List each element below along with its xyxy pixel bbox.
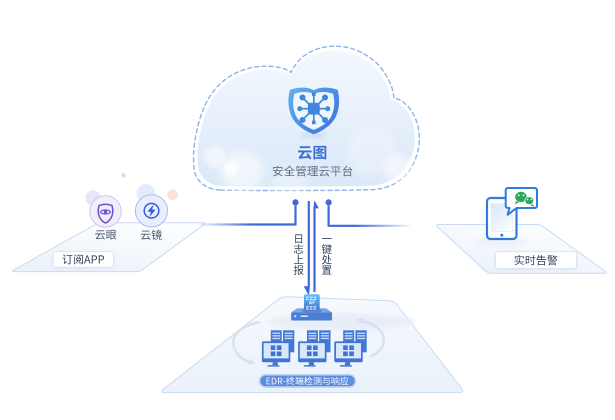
edr-badge <box>258 373 357 388</box>
app-badge-cloud-mirror[interactable] <box>134 194 169 228</box>
cycle-arrows <box>231 318 386 365</box>
workstation-cluster <box>261 330 367 367</box>
subscribe-app-box[interactable] <box>52 251 114 268</box>
cloud-title <box>298 145 327 160</box>
cloud-dashed-outline <box>192 45 420 192</box>
app-label-cloud-eye <box>95 229 117 240</box>
subscribe-app-label <box>62 254 105 265</box>
workstation-2 <box>298 330 331 367</box>
app-label-cloud-mirror <box>140 229 162 240</box>
right-connector-dot <box>325 199 332 206</box>
flow-label-one-click <box>321 238 332 275</box>
workstation-3 <box>334 330 367 367</box>
app-badge-cloud-eye[interactable] <box>89 195 122 228</box>
workstation-1 <box>261 330 295 367</box>
flow-down-arrowhead <box>303 286 310 296</box>
connector-lines <box>196 199 412 296</box>
cluster-shadow <box>267 313 415 331</box>
cloud-shield-icon <box>288 87 340 139</box>
left-connector-dot <box>292 199 299 206</box>
cloud-eye-shield-icon <box>97 203 114 224</box>
cloud-mirror-shield-icon <box>143 202 160 219</box>
wechat-icon <box>514 191 535 207</box>
phone-alert-group <box>472 187 538 247</box>
realtime-alert-box[interactable] <box>495 251 577 270</box>
af-label <box>308 300 315 305</box>
phone-shadow <box>472 238 529 247</box>
flow-up-arrowhead <box>313 200 319 209</box>
cloud-subtitle <box>272 165 353 177</box>
af-appliance <box>291 294 332 321</box>
edr-badge-label <box>266 376 349 386</box>
flow-label-log-report <box>293 234 304 275</box>
